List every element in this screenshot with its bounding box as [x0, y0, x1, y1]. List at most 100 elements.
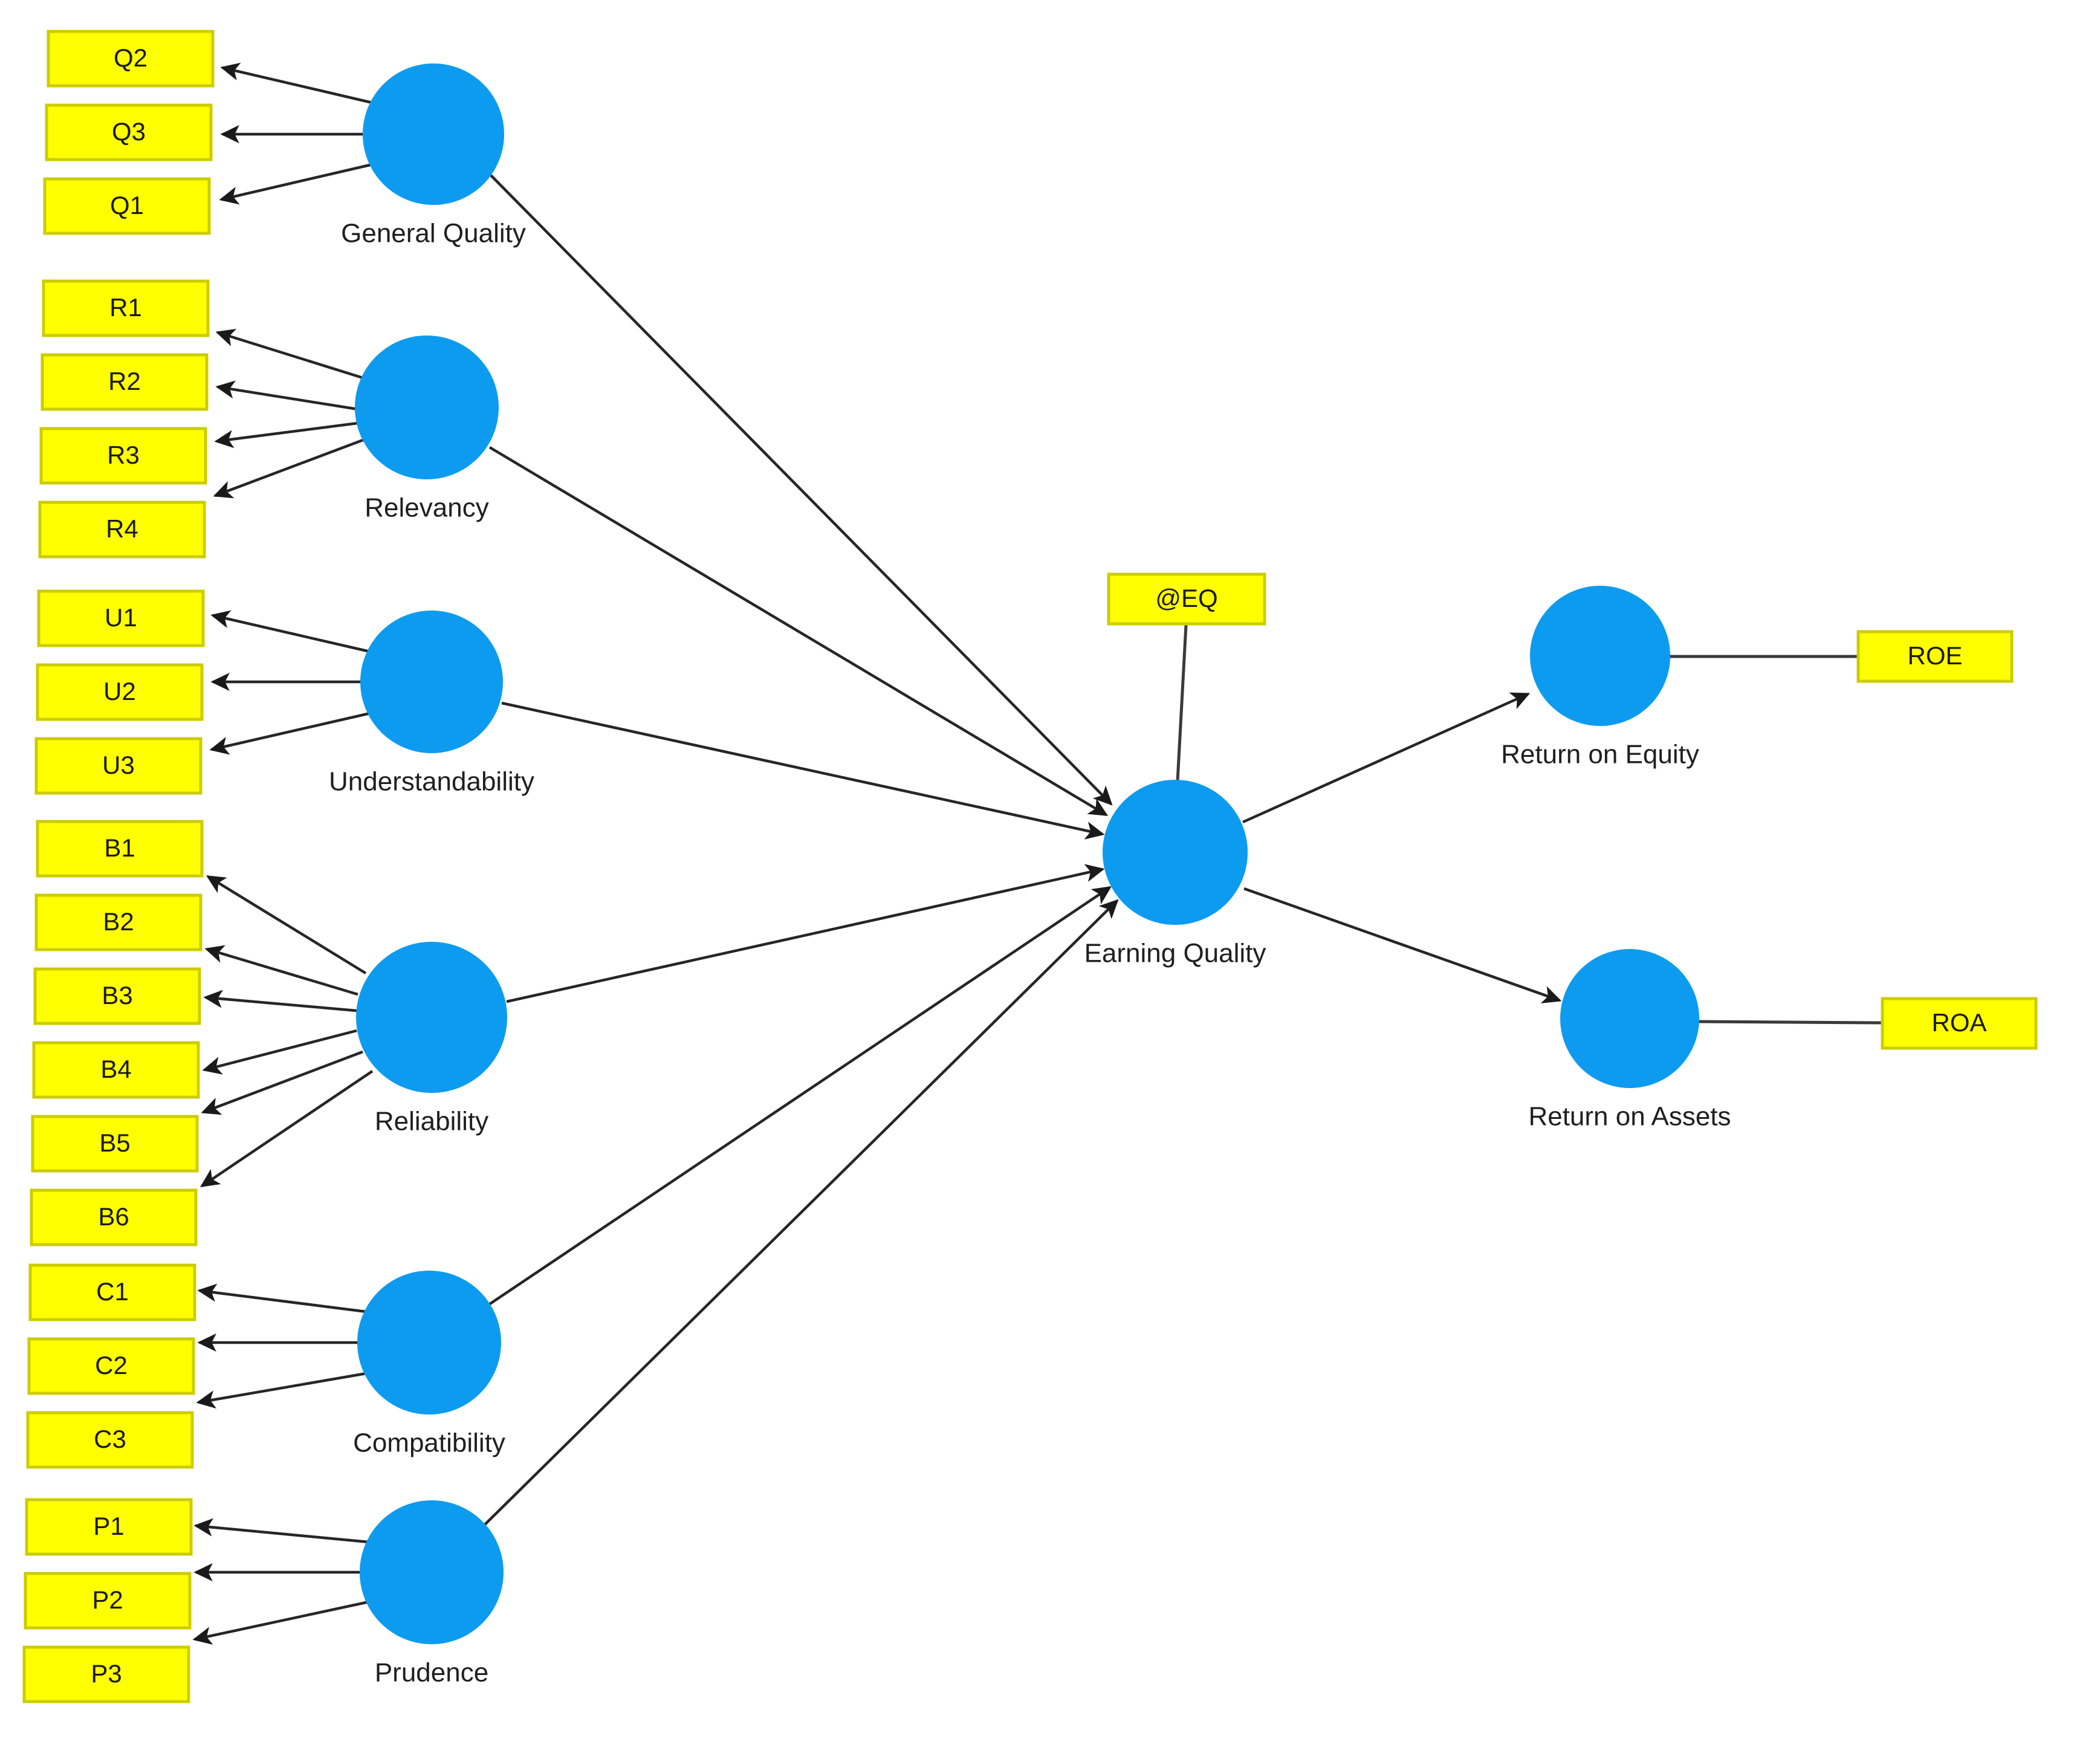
- indicator-box-q1[interactable]: Q1: [43, 177, 211, 235]
- indicator-label-p3: P3: [91, 1659, 122, 1688]
- construct-node-return_on_equity[interactable]: Return on Equity: [1501, 586, 1699, 770]
- indicator-box-r2[interactable]: R2: [41, 353, 209, 411]
- indicator-box-q2[interactable]: Q2: [47, 30, 215, 88]
- indicator-rect-q3: [45, 103, 213, 161]
- indicator-label-roa: ROA: [1931, 1008, 1986, 1037]
- indicator-rect-b4: [32, 1041, 200, 1099]
- indicator-rect-b6: [30, 1188, 198, 1246]
- construct-node-compatibility[interactable]: Compatibility: [353, 1271, 505, 1458]
- indicator-box-u3[interactable]: U3: [34, 737, 203, 795]
- measurement-path-relevancy-to-r3[interactable]: [214, 421, 358, 449]
- construct-circle-relevancy: [355, 335, 499, 479]
- structural-path-understandability-to-earning_quality[interactable]: [501, 701, 1105, 840]
- indicator-box-r3[interactable]: R3: [39, 427, 207, 485]
- indicator-label-q1: Q1: [110, 191, 144, 219]
- indicator-label-eq: @EQ: [1155, 584, 1217, 612]
- indicator-box-p1[interactable]: P1: [25, 1498, 193, 1556]
- indicator-box-b5[interactable]: B5: [31, 1115, 199, 1173]
- link-eq-to-earning_quality[interactable]: [1176, 624, 1188, 782]
- structural-path-compatibility-to-earning_quality[interactable]: [486, 886, 1112, 1307]
- indicator-label-u2: U2: [103, 677, 136, 705]
- indicator-label-r2: R2: [108, 367, 141, 395]
- measurement-path-reliability-to-b2[interactable]: [204, 945, 358, 996]
- indicator-rect-u1: [37, 589, 205, 647]
- measurement-path-relevancy-to-r2[interactable]: [215, 380, 358, 411]
- construct-node-relevancy[interactable]: Relevancy: [355, 335, 499, 523]
- structural-path-general_quality-to-earning_quality[interactable]: [490, 174, 1113, 806]
- indicator-boxes-group: Q2Q3Q1R1R2R3R4U1U2U3B1B2B3B4B5B6C1C2C3P1…: [22, 30, 2038, 1703]
- construct-label-earning_quality: Earning Quality: [1084, 939, 1266, 968]
- indicator-rect-r2: [41, 353, 209, 411]
- indicator-rect-q2: [47, 30, 215, 88]
- indicator-box-c3[interactable]: C3: [26, 1411, 194, 1469]
- indicator-box-b6[interactable]: B6: [30, 1188, 198, 1246]
- indicator-box-p3[interactable]: P3: [22, 1645, 190, 1703]
- structural-path-earning_quality-to-return_on_equity[interactable]: [1242, 692, 1531, 824]
- indicator-box-b1[interactable]: B1: [36, 820, 204, 878]
- indicator-box-u1[interactable]: U1: [37, 589, 205, 647]
- measurement-path-reliability-to-b3[interactable]: [203, 990, 357, 1013]
- measurement-path-reliability-to-b1[interactable]: [206, 875, 367, 974]
- measurement-path-understandability-to-u1[interactable]: [210, 610, 371, 653]
- indicator-rect-b2: [34, 893, 203, 951]
- indicator-label-u3: U3: [102, 751, 135, 779]
- indicator-box-roa[interactable]: ROA: [1881, 997, 2038, 1050]
- indicator-box-r1[interactable]: R1: [42, 279, 210, 337]
- measurement-path-compatibility-to-c1[interactable]: [197, 1283, 367, 1314]
- measurement-path-reliability-to-b6[interactable]: [200, 1070, 374, 1188]
- measurement-path-relevancy-to-r1[interactable]: [215, 328, 363, 380]
- construct-node-earning_quality[interactable]: Earning Quality: [1084, 780, 1266, 968]
- indicator-label-p1: P1: [93, 1512, 124, 1540]
- indicator-box-r4[interactable]: R4: [38, 501, 206, 559]
- indicator-box-q3[interactable]: Q3: [45, 103, 213, 161]
- indicator-rect-u2: [36, 663, 204, 721]
- indicator-box-c2[interactable]: C2: [27, 1337, 195, 1395]
- measurement-path-general_quality-to-q1[interactable]: [219, 163, 373, 205]
- indicator-label-b5: B5: [99, 1129, 130, 1157]
- construct-node-general_quality[interactable]: General Quality: [341, 63, 526, 248]
- indicator-box-u2[interactable]: U2: [36, 663, 204, 721]
- measurement-path-reliability-to-b4[interactable]: [202, 1029, 357, 1075]
- construct-label-relevancy: Relevancy: [365, 493, 488, 523]
- indicator-label-b4: B4: [100, 1055, 131, 1083]
- construct-label-return_on_assets: Return on Assets: [1528, 1102, 1731, 1132]
- construct-node-understandability[interactable]: Understandability: [329, 611, 534, 797]
- indicator-rect-r3: [39, 427, 207, 485]
- construct-node-prudence[interactable]: Prudence: [360, 1500, 504, 1688]
- indicator-label-r4: R4: [106, 514, 138, 543]
- indicator-label-b3: B3: [102, 981, 132, 1009]
- construct-node-reliability[interactable]: Reliability: [356, 942, 507, 1136]
- indicator-rect-p2: [24, 1572, 192, 1630]
- link-return_on_assets-to-roa[interactable]: [1698, 1020, 1882, 1025]
- indicator-box-b2[interactable]: B2: [34, 893, 203, 951]
- indicator-rect-b3: [33, 967, 201, 1025]
- indicator-box-b3[interactable]: B3: [33, 967, 201, 1025]
- measurement-path-relevancy-to-r4[interactable]: [213, 438, 365, 499]
- indicator-label-p2: P2: [92, 1586, 123, 1614]
- indicator-box-b4[interactable]: B4: [32, 1041, 200, 1099]
- structural-path-reliability-to-earning_quality[interactable]: [506, 864, 1105, 1003]
- measurement-path-compatibility-to-c3[interactable]: [196, 1372, 367, 1409]
- construct-label-understandability: Understandability: [329, 767, 534, 797]
- indicator-rect-u3: [34, 737, 203, 795]
- construct-circle-compatibility: [357, 1271, 501, 1414]
- structural-path-prudence-to-earning_quality[interactable]: [476, 899, 1119, 1533]
- plain-links-group: [1176, 624, 1882, 1025]
- indicator-label-u1: U1: [105, 603, 137, 632]
- measurement-path-prudence-to-p3[interactable]: [192, 1600, 369, 1645]
- construct-circle-return_on_equity: [1530, 586, 1670, 726]
- indicator-box-eq[interactable]: @EQ: [1107, 572, 1266, 626]
- indicator-box-roe[interactable]: ROE: [1856, 630, 2014, 683]
- measurement-path-prudence-to-p1[interactable]: [193, 1518, 369, 1544]
- measurement-path-general_quality-to-q2[interactable]: [220, 62, 373, 105]
- construct-node-return_on_assets[interactable]: Return on Assets: [1528, 949, 1731, 1132]
- structural-path-earning_quality-to-return_on_assets[interactable]: [1243, 887, 1562, 1003]
- indicator-box-c1[interactable]: C1: [28, 1263, 196, 1321]
- measurement-path-understandability-to-u3[interactable]: [209, 711, 371, 755]
- indicator-rect-p3: [22, 1645, 190, 1703]
- indicator-label-r3: R3: [107, 441, 140, 469]
- indicator-box-p2[interactable]: P2: [24, 1572, 192, 1630]
- indicator-rect-b1: [36, 820, 204, 878]
- structural-path-relevancy-to-earning_quality[interactable]: [488, 446, 1109, 816]
- measurement-path-reliability-to-b5[interactable]: [201, 1050, 363, 1115]
